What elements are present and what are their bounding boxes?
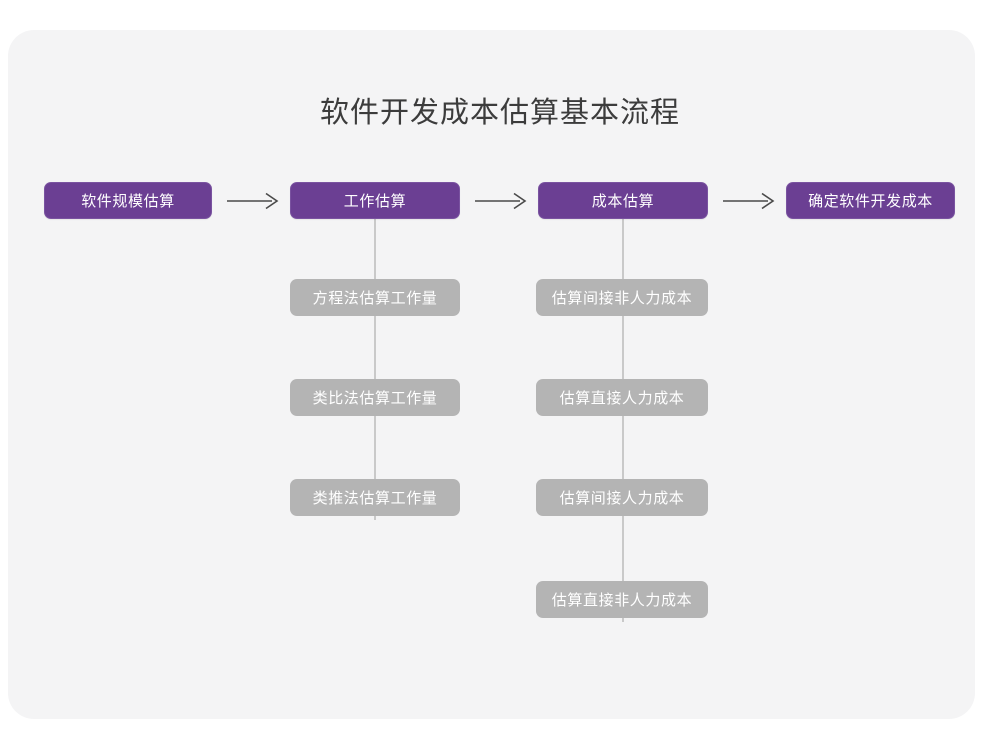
node-direct-nonlabor-cost[interactable]: 估算直接非人力成本 <box>536 581 708 618</box>
node-work-equation-method[interactable]: 方程法估算工作量 <box>290 279 460 316</box>
connector-line-cost-branch <box>622 217 624 622</box>
node-work-inference-method[interactable]: 类推法估算工作量 <box>290 479 460 516</box>
connector-line-work-branch <box>374 217 376 520</box>
page-title: 软件开发成本估算基本流程 <box>319 97 680 129</box>
node-indirect-labor-cost[interactable]: 估算间接人力成本 <box>536 479 708 516</box>
node-label: 成本估算 <box>591 193 655 210</box>
node-direct-labor-cost[interactable]: 估算直接人力成本 <box>536 379 708 416</box>
node-label: 类推法估算工作量 <box>312 490 438 507</box>
node-label: 软件规模估算 <box>81 193 175 210</box>
node-label: 确定软件开发成本 <box>808 193 933 210</box>
node-software-scale-estimation[interactable]: 软件规模估算 <box>44 182 212 219</box>
content-card <box>8 30 975 719</box>
node-label: 类比法估算工作量 <box>312 390 438 407</box>
node-cost-estimation[interactable]: 成本估算 <box>538 182 708 219</box>
arrow-right-icon-2 <box>474 189 530 213</box>
arrow-right-icon-1 <box>226 189 282 213</box>
node-label: 工作估算 <box>343 193 407 210</box>
node-work-estimation[interactable]: 工作估算 <box>290 182 460 219</box>
node-indirect-nonlabor-cost[interactable]: 估算间接非人力成本 <box>536 279 708 316</box>
node-label: 估算间接非人力成本 <box>551 290 693 307</box>
node-work-analogy-method[interactable]: 类比法估算工作量 <box>290 379 460 416</box>
node-label: 估算直接人力成本 <box>559 390 685 407</box>
node-label: 估算直接非人力成本 <box>551 592 693 609</box>
node-determine-development-cost[interactable]: 确定软件开发成本 <box>786 182 955 219</box>
arrow-right-icon-3 <box>722 189 778 213</box>
node-label: 估算间接人力成本 <box>559 490 685 507</box>
node-label: 方程法估算工作量 <box>312 290 438 307</box>
